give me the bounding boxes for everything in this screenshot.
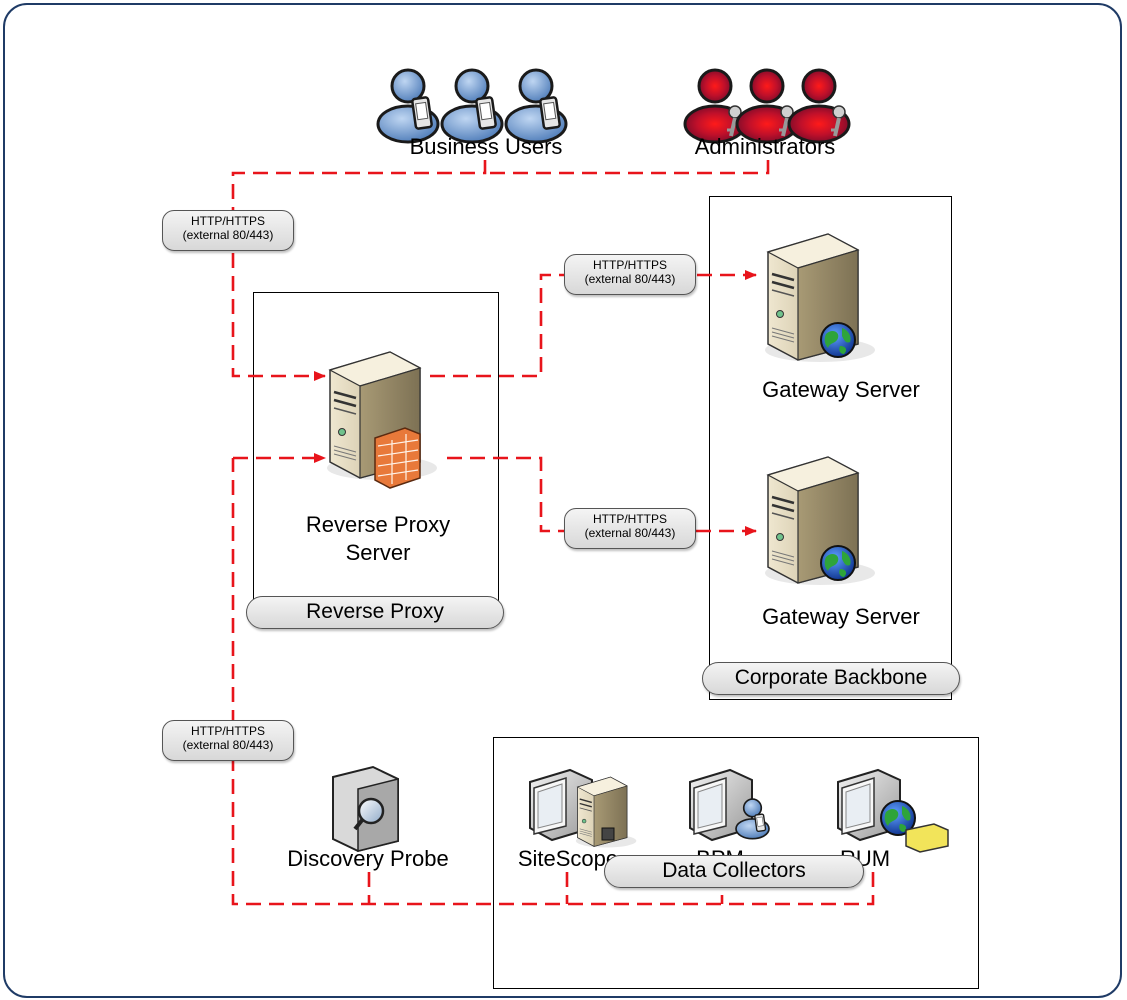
corporate-backbone-group-box <box>709 196 952 700</box>
data-collectors-group-label: Data Collectors <box>604 855 864 888</box>
discovery-probe-icon <box>332 765 399 853</box>
proxy-to-gateway1-protocol-line2: (external 80/443) <box>584 272 676 286</box>
reverse-proxy-server-icon <box>325 350 439 489</box>
admins-to-proxy-line <box>485 160 770 175</box>
sitescope-icon <box>529 769 638 849</box>
proxy-to-gateway2-line <box>447 456 757 536</box>
business-users-icon <box>376 68 568 144</box>
proxy-to-gateway2-protocol-line2: (external 80/443) <box>584 526 676 540</box>
users-to-proxy-line <box>231 160 487 381</box>
corporate-backbone-group-label: Corporate Backbone <box>702 662 960 695</box>
gateway-server-2-label: Gateway Server <box>762 604 920 629</box>
reverse-proxy-server-label-line1: Reverse Proxy <box>305 512 451 537</box>
gateway-server-1-label: Gateway Server <box>762 377 920 402</box>
business-users-label: Business Users <box>409 134 563 159</box>
reverse-proxy-group-label: Reverse Proxy <box>246 596 504 629</box>
users-to-proxy-protocol-line2: (external 80/443) <box>182 228 274 242</box>
proxy-to-gateway2-protocol-line1: HTTP/HTTPS <box>593 512 667 526</box>
users-to-proxy-protocol-label: HTTP/HTTPS (external 80/443) <box>162 210 294 251</box>
proxy-to-gateway1-protocol-label: HTTP/HTTPS (external 80/443) <box>564 254 696 295</box>
users-to-proxy-protocol-line1: HTTP/HTTPS <box>191 214 265 228</box>
rum-icon <box>837 769 949 853</box>
administrators-label: Administrators <box>694 134 836 159</box>
collectors-to-proxy-protocol-line1: HTTP/HTTPS <box>191 724 265 738</box>
bpm-icon <box>689 769 770 841</box>
proxy-to-gateway1-protocol-line1: HTTP/HTTPS <box>593 258 667 272</box>
discovery-probe-label: Discovery Probe <box>287 846 449 871</box>
data-collectors-group-box <box>493 737 979 989</box>
sitescope-label: SiteScope <box>517 846 619 871</box>
collectors-to-proxy-protocol-line2: (external 80/443) <box>182 738 274 752</box>
collectors-bus-line <box>231 458 875 906</box>
proxy-to-gateway2-protocol-label: HTTP/HTTPS (external 80/443) <box>564 508 696 549</box>
connection-lines <box>231 160 875 906</box>
administrators-icon <box>683 68 851 144</box>
collectors-to-proxy-protocol-label: HTTP/HTTPS (external 80/443) <box>162 720 294 761</box>
proxy-to-gateway1-line <box>430 270 757 378</box>
reverse-proxy-server-label-line2: Server <box>345 540 411 565</box>
gateway-server-1-icon <box>763 232 877 364</box>
gateway-server-2-icon <box>763 455 877 587</box>
